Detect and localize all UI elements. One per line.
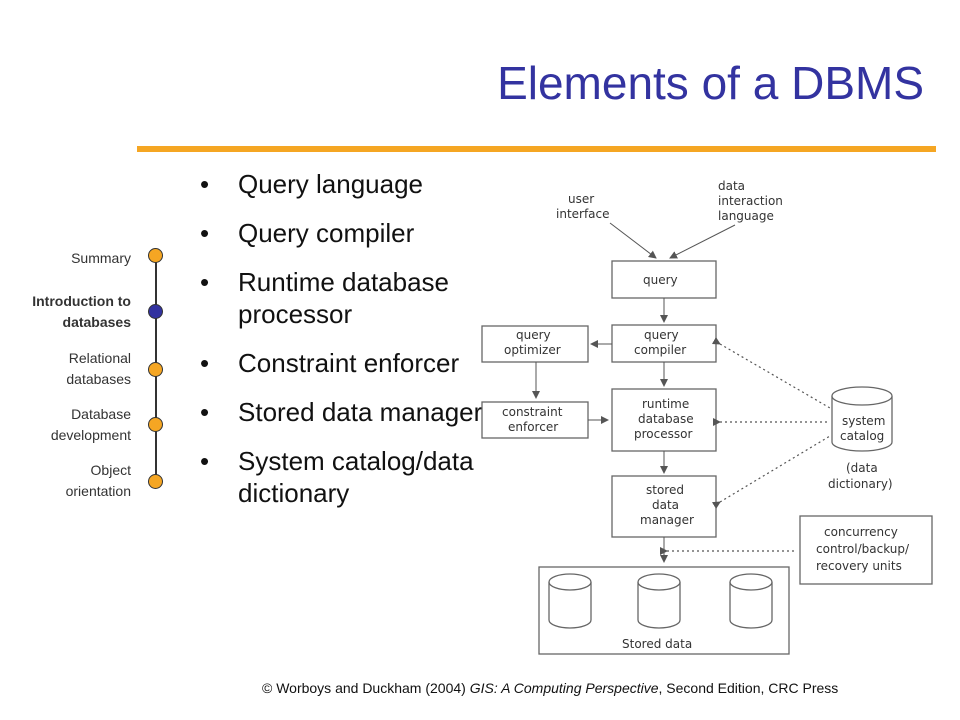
- nav-item-label: Database development: [50, 406, 131, 443]
- nav-item-label: Summary: [71, 250, 131, 266]
- query-box: [611, 260, 717, 299]
- nav-item-object[interactable]: Object orientation: [31, 460, 131, 502]
- bullet-item: Query language: [200, 168, 490, 200]
- citation-suffix: , Second Edition, CRC Press: [658, 680, 839, 696]
- dbms-diagram: user interface data interaction language…: [481, 179, 933, 655]
- bullet-item: Query compiler: [200, 217, 490, 249]
- bullet-item: System catalog/data dictionary: [200, 445, 490, 509]
- bullet-item: Stored data manager: [200, 396, 490, 428]
- nav-item-relational[interactable]: Relational databases: [21, 348, 131, 390]
- nav-dot-summary[interactable]: [148, 248, 163, 263]
- nav-dot-development[interactable]: [148, 417, 163, 432]
- system-catalog-label: system catalog: [840, 414, 889, 443]
- nav-item-summary[interactable]: Summary: [71, 248, 131, 269]
- data-interaction-language-label: data interaction language: [718, 179, 787, 223]
- nav-item-label: Object orientation: [65, 462, 131, 499]
- citation-footer: © Worboys and Duckham (2004) GIS: A Comp…: [262, 680, 838, 696]
- catalog-links: [660, 337, 831, 555]
- title-divider: [137, 146, 936, 152]
- query-optimizer-box: [481, 325, 589, 363]
- nav-item-label: Relational databases: [66, 350, 131, 387]
- citation-book-title: GIS: A Computing Perspective: [469, 680, 659, 696]
- system-catalog-cylinder: [831, 386, 893, 452]
- arrow-ui-to-query: [609, 222, 657, 259]
- stored-data-manager-label: stored data manager: [640, 483, 694, 527]
- data-dictionary-label: (data dictionary): [828, 461, 893, 491]
- nav-item-development[interactable]: Database development: [11, 404, 131, 446]
- concurrency-box: [799, 515, 933, 585]
- nav-item-label: Introduction to databases: [32, 293, 131, 330]
- nav-dot-object[interactable]: [148, 474, 163, 489]
- page-title: Elements of a DBMS: [497, 57, 924, 109]
- nav-item-introduction[interactable]: Introduction to databases: [0, 291, 131, 333]
- runtime-processor-label: runtime database processor: [634, 397, 697, 441]
- stored-data-label: Stored data: [622, 637, 692, 651]
- storage-cylinders: [548, 573, 773, 629]
- user-interface-label: user interface: [556, 192, 610, 221]
- arrow-dil-to-query: [669, 224, 736, 259]
- bullet-list: Query language Query compiler Runtime da…: [200, 168, 490, 526]
- bullet-item: Constraint enforcer: [200, 347, 490, 379]
- query-optimizer-label: query optimizer: [504, 328, 561, 357]
- query-compiler-label: query compiler: [634, 328, 686, 357]
- nav-dot-relational[interactable]: [148, 362, 163, 377]
- runtime-processor-box: [611, 388, 717, 452]
- query-box-label: query: [643, 273, 678, 287]
- constraint-enforcer-label: constraint enforcer: [502, 405, 566, 434]
- citation-prefix: © Worboys and Duckham (2004): [262, 680, 470, 696]
- concurrency-label: concurrency control/backup/ recovery uni…: [816, 525, 913, 573]
- nav-dot-introduction[interactable]: [148, 304, 163, 319]
- bullet-item: Runtime database processor: [200, 266, 490, 330]
